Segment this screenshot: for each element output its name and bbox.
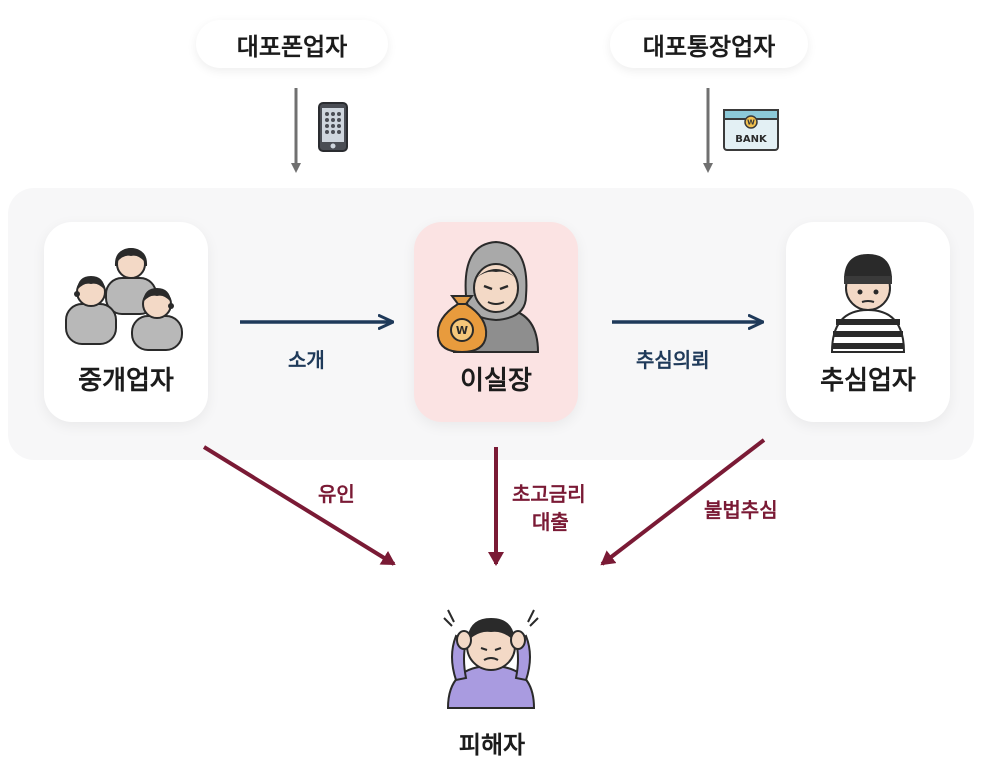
distressed-victim-icon <box>443 609 539 709</box>
illegal-collection-arrow <box>600 438 766 566</box>
lee-label: 이실장 <box>460 366 532 396</box>
bank-text: BANK <box>735 134 768 145</box>
high-interest-loan-label-line2: 대출 <box>532 510 569 534</box>
lure-arrow <box>202 445 396 566</box>
broker-group-icon <box>65 247 183 351</box>
collector-label: 추심업자 <box>820 366 916 396</box>
victim-label: 피해자 <box>458 731 526 759</box>
high-interest-loan-label-line1: 초고금리 <box>512 482 586 506</box>
collector-card: 추심업자 <box>786 222 950 422</box>
svg-text:W: W <box>747 119 755 127</box>
lee-card: W 이실장 <box>414 222 578 422</box>
account-vendor-label: 대포통장업자 <box>610 20 808 68</box>
money-bag-icon: W <box>436 295 488 354</box>
introduce-label: 소개 <box>288 348 325 372</box>
svg-text:W: W <box>456 324 468 337</box>
phone-icon <box>318 102 348 152</box>
phone-vendor-label: 대포폰업자 <box>196 20 388 68</box>
lure-label: 유인 <box>318 482 355 506</box>
burglar-icon <box>830 254 906 353</box>
bankbook-icon: W BANK <box>723 109 779 151</box>
broker-card: 중개업자 <box>44 222 208 422</box>
collection-request-label: 추심의뢰 <box>636 348 710 372</box>
broker-label: 중개업자 <box>78 366 174 396</box>
illegal-collection-label: 불법추심 <box>704 498 778 522</box>
